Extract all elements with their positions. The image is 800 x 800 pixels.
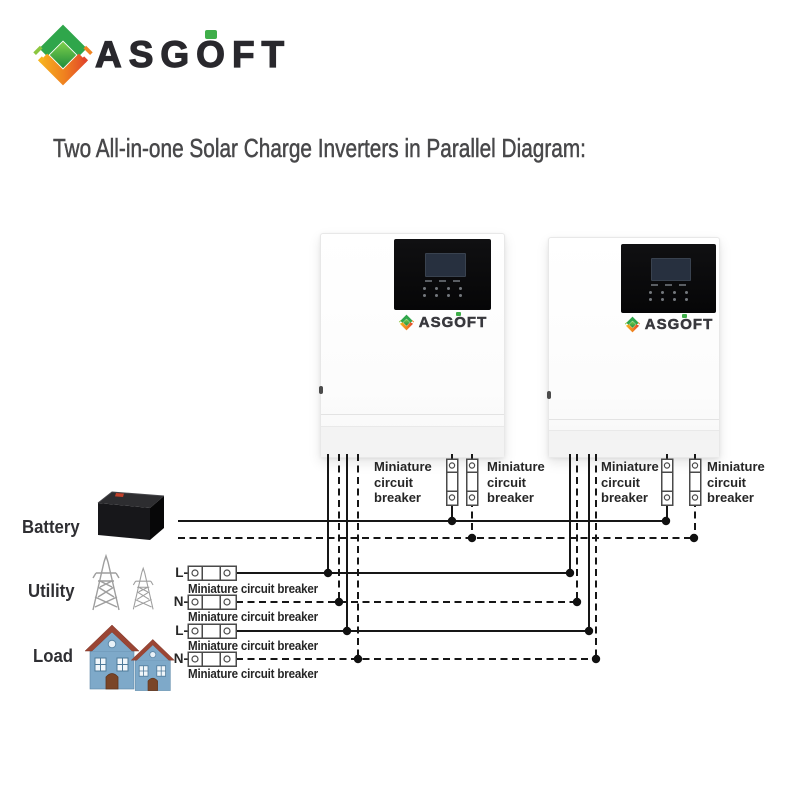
breaker-label-1: Miniature circuit breaker xyxy=(374,459,432,505)
inverter-1-brand-text: ASGOFT xyxy=(418,312,488,331)
inverter-1-lcd-display xyxy=(425,253,466,278)
inverter-2-brand-icon xyxy=(624,316,641,333)
inverter-1-side-knob xyxy=(319,386,323,394)
terminal-label-load-l: L- xyxy=(175,623,188,638)
brand-logo-o-dot-icon xyxy=(205,30,217,39)
inverter-2-button-labels xyxy=(621,284,716,287)
load-houses-icon xyxy=(84,624,175,691)
source-label-load: Load xyxy=(33,646,73,666)
battery-icon xyxy=(97,491,165,540)
row-breaker-label-1: Miniature circuit breaker xyxy=(188,581,318,596)
source-label-utility: Utility xyxy=(28,581,75,601)
inverter-2-side-knob xyxy=(547,391,551,399)
inverter-1-brand-logo: ASGOFT xyxy=(394,312,491,331)
inverter-2-lcd-display xyxy=(651,257,692,282)
junction-dots xyxy=(323,516,699,664)
row-breaker-label-2: Miniature circuit breaker xyxy=(188,609,318,624)
source-label-battery: Battery xyxy=(22,517,80,537)
inverter-unit-2: ASGOFT xyxy=(547,237,720,458)
brand-logo-icon xyxy=(30,22,96,88)
inverter-2-brand-logo: ASGOFT xyxy=(621,314,716,333)
inverter-1-bottom-strip xyxy=(321,426,504,457)
page-title: Two All-in-one Solar Charge Inverters in… xyxy=(53,133,586,164)
utility-towers-icon xyxy=(92,553,154,611)
inverter-2-buttons xyxy=(621,290,716,301)
row-breaker-label-4: Miniature circuit breaker xyxy=(188,666,318,681)
inverter-2-brand-text: ASGOFT xyxy=(644,314,714,333)
terminal-label-load-n: N- xyxy=(173,651,188,666)
breaker-label-3: Miniature circuit breaker xyxy=(601,459,659,505)
inverter-2-bottom-strip xyxy=(549,430,719,457)
breaker-label-2: Miniature circuit breaker xyxy=(487,459,545,505)
inverter-2-seam xyxy=(549,419,719,420)
inverter-1-buttons xyxy=(394,287,491,298)
inverter-1-brand-icon xyxy=(398,314,415,331)
inverter-unit-1: ASGOFT xyxy=(319,233,505,458)
inverter-2-control-panel xyxy=(621,244,716,313)
brand-logo-text: ASGOFT xyxy=(94,33,292,75)
breaker-label-4: Miniature circuit breaker xyxy=(707,459,765,505)
inverter-1-seam xyxy=(321,414,504,415)
terminal-label-utility-l: L- xyxy=(175,565,188,580)
inverter-1-control-panel xyxy=(394,239,491,310)
inverter-1-button-labels xyxy=(394,280,491,283)
terminal-label-utility-n: N- xyxy=(173,594,188,609)
row-breaker-label-3: Miniature circuit breaker xyxy=(188,638,318,653)
